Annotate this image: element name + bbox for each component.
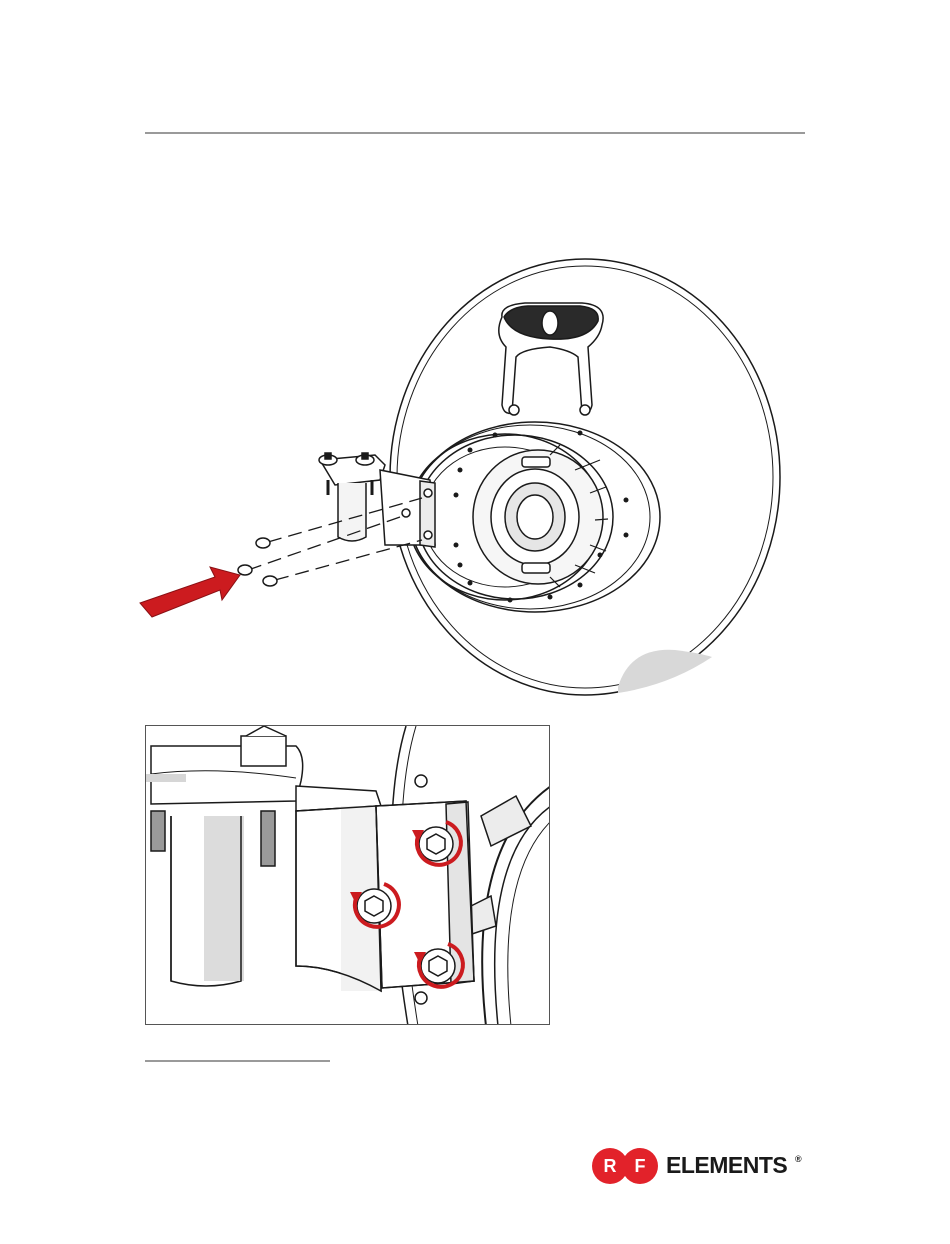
bottom-divider bbox=[145, 1060, 330, 1062]
top-divider bbox=[145, 132, 805, 134]
detail-view bbox=[145, 725, 550, 1025]
registered-mark: ® bbox=[795, 1154, 802, 1164]
direction-arrow bbox=[140, 567, 240, 617]
dish-antenna-illustration bbox=[130, 255, 800, 705]
logo-wordmark: ELEMENTS bbox=[666, 1152, 787, 1179]
rf-elements-logo: R F ELEMENTS ® bbox=[592, 1146, 812, 1186]
logo-letter-f: F bbox=[622, 1148, 658, 1184]
logo-f-badge: F bbox=[622, 1148, 658, 1184]
